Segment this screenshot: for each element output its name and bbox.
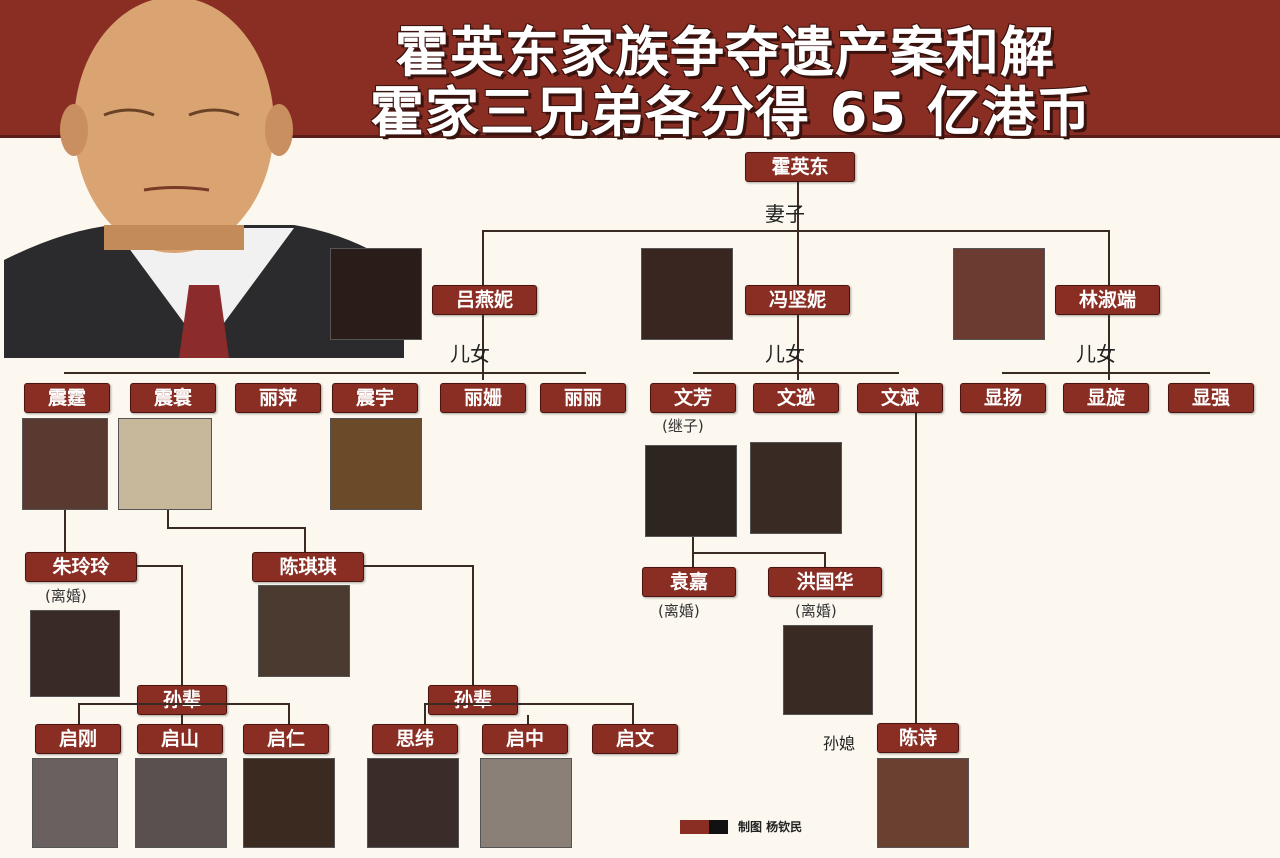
node-grandchild: 启仁 (243, 724, 329, 754)
connector (797, 315, 799, 380)
node-spouse: 陈诗 (877, 723, 959, 753)
connector (78, 703, 290, 705)
node-wife-3: 林淑端 (1055, 285, 1160, 315)
grandchild-photo (367, 758, 459, 848)
label-wives: 妻子 (765, 202, 805, 226)
node-spouse: 袁嘉 (642, 567, 736, 597)
node-child: 显强 (1168, 383, 1254, 413)
headline-line-2: 霍家三兄弟各分得 65 亿港币 (370, 81, 1092, 144)
spouse-photo (30, 610, 120, 697)
connector (1108, 230, 1110, 300)
spouse-photo (258, 585, 350, 677)
headline-line-1: 霍英东家族争夺遗产案和解 (395, 21, 1055, 84)
note-divorced: (离婚) (45, 587, 87, 605)
node-grandchild: 启山 (137, 724, 223, 754)
node-child: 丽丽 (540, 383, 626, 413)
connector (64, 372, 586, 374)
legend-credit: 制图 杨钦民 (738, 820, 803, 834)
spouse-photo (750, 442, 842, 534)
grandchild-photo (135, 758, 227, 848)
connector (632, 703, 634, 725)
node-grandchildren-group: 孙辈 (428, 685, 518, 715)
connector (482, 230, 484, 300)
node-grandchild: 启文 (592, 724, 678, 754)
node-grandchild: 启中 (482, 724, 568, 754)
child-photo (330, 418, 422, 510)
connector (472, 565, 474, 685)
wife-2-photo (641, 248, 733, 340)
connector (64, 510, 66, 552)
node-spouse: 洪国华 (768, 567, 882, 597)
wife-1-photo (330, 248, 422, 340)
connector (137, 565, 182, 567)
patriarch-portrait (4, 0, 404, 358)
node-child: 震霆 (24, 383, 110, 413)
connector (692, 552, 826, 554)
connector (424, 703, 426, 725)
node-patriarch: 霍英东 (745, 152, 855, 182)
child-photo (118, 418, 212, 510)
connector (482, 315, 484, 380)
grandchild-photo (480, 758, 572, 848)
node-child: 文芳 (650, 383, 736, 413)
node-spouse: 陈琪琪 (252, 552, 364, 582)
node-wife-1: 吕燕妮 (432, 285, 537, 315)
node-grandchild: 思纬 (372, 724, 458, 754)
node-child: 丽萍 (235, 383, 321, 413)
connector (181, 565, 183, 685)
label-children-3: 儿女 (1076, 342, 1116, 366)
child-photo (22, 418, 108, 510)
connector (304, 527, 306, 552)
node-child: 震宇 (332, 383, 418, 413)
node-spouse: 朱玲玲 (25, 552, 137, 582)
connector (167, 510, 169, 528)
grandchild-photo (243, 758, 335, 848)
label-children-2: 儿女 (765, 342, 805, 366)
note-divorced: (离婚) (658, 602, 700, 620)
child-photo (645, 445, 737, 537)
label-grand-daughter-in-law: 孙媳 (823, 734, 856, 753)
legend-swatch (680, 820, 728, 834)
connector (1002, 372, 1210, 374)
connector (824, 552, 826, 567)
wife-3-photo (953, 248, 1045, 340)
connector (797, 182, 799, 230)
connector (482, 230, 1110, 232)
node-child: 显扬 (960, 383, 1046, 413)
connector (915, 413, 917, 723)
node-child: 显旋 (1063, 383, 1149, 413)
connector (527, 715, 529, 725)
note-stepchild: (继子) (662, 417, 704, 435)
connector (693, 372, 899, 374)
node-child: 文逊 (753, 383, 839, 413)
node-wife-2: 冯坚妮 (745, 285, 850, 315)
node-grandchildren-group: 孙辈 (137, 685, 227, 715)
connector (797, 230, 799, 300)
node-child: 丽姗 (440, 383, 526, 413)
spouse-photo (783, 625, 873, 715)
connector (364, 565, 474, 567)
connector (181, 715, 183, 725)
node-child: 文斌 (857, 383, 943, 413)
connector (424, 703, 634, 705)
label-children-1: 儿女 (450, 342, 490, 366)
note-divorced: (离婚) (795, 602, 837, 620)
spouse-photo (877, 758, 969, 848)
connector (78, 703, 80, 725)
grandchild-photo (32, 758, 118, 848)
connector (1108, 315, 1110, 380)
connector (288, 703, 290, 725)
connector (167, 527, 306, 529)
node-child: 震寰 (130, 383, 216, 413)
node-grandchild: 启刚 (35, 724, 121, 754)
